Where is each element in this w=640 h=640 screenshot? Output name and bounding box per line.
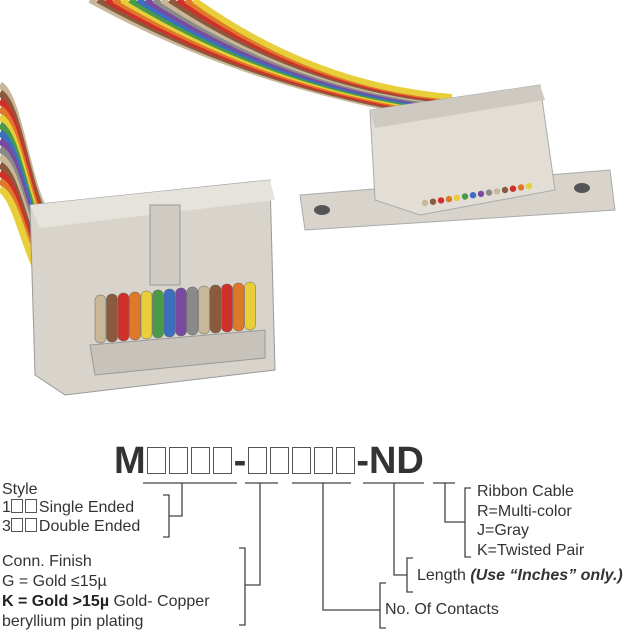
- product-photo: [0, 0, 616, 396]
- code-box: [24, 518, 37, 532]
- pn-separator: -: [233, 440, 247, 482]
- contact-pin: [525, 182, 533, 190]
- connector-wire: [140, 290, 153, 340]
- style-double-label: Double Ended: [38, 518, 141, 535]
- pn-box: [191, 447, 211, 474]
- connector-wire: [209, 284, 222, 334]
- contact-pin: [421, 199, 429, 207]
- pn-box: [213, 447, 233, 474]
- connector-wire: [175, 287, 187, 337]
- pn-box: [335, 447, 355, 474]
- finish-k: K = Gold >15µ Gold- Copper: [2, 593, 210, 611]
- contact-pin: [485, 189, 493, 196]
- finish-k-code: K = Gold >15µ: [2, 593, 110, 610]
- contact-pin: [517, 184, 525, 191]
- right-connector-contacts: [421, 182, 533, 207]
- pn-prefix: M: [114, 440, 146, 482]
- style-heading: Style: [2, 481, 38, 498]
- connector-wire: [186, 286, 199, 336]
- cable-k: K=Twisted Pair: [477, 542, 585, 559]
- contact-pin: [493, 188, 501, 195]
- contact-pin: [461, 193, 469, 200]
- pn-box: [313, 447, 333, 474]
- cable-heading: Ribbon Cable: [477, 483, 574, 500]
- cable-j: J=Gray: [477, 522, 530, 539]
- length-note: (Use “Inches” only.): [470, 567, 623, 584]
- contact-pin: [453, 194, 461, 201]
- contact-pin: [469, 192, 477, 199]
- style-single-code: 1: [2, 499, 11, 516]
- finish-k-line2: beryllium pin plating: [2, 613, 144, 630]
- pn-box: [147, 447, 167, 474]
- code-box: [10, 518, 23, 532]
- contact-pin: [445, 195, 453, 203]
- contact-pin: [429, 198, 437, 205]
- finish-heading: Conn. Finish: [2, 553, 92, 570]
- style-double-code: 3: [2, 518, 11, 535]
- connector-wire: [244, 281, 256, 331]
- cable-r: R=Multi-color: [477, 503, 572, 520]
- pn-suffix: -ND: [356, 440, 424, 482]
- length-label: Length (Use “Inches” only.): [417, 567, 623, 585]
- finish-k-desc: Gold- Copper: [109, 593, 210, 610]
- length-text: Length: [417, 567, 471, 584]
- contact-pin: [509, 185, 517, 192]
- cable-wire: [192, 0, 453, 100]
- left-connector-wires: [94, 281, 256, 344]
- right-connector: [299, 84, 616, 231]
- finish-g: G = Gold ≤15µ: [2, 573, 107, 590]
- connector-wire: [198, 285, 210, 335]
- contact-pin: [437, 197, 445, 204]
- style-single: 1 Single Ended: [2, 499, 134, 517]
- connector-wire: [221, 283, 233, 333]
- connector-wire: [117, 292, 130, 342]
- connector-wire: [232, 282, 245, 332]
- part-number-template: M - -ND: [114, 440, 424, 483]
- connector-wire: [106, 293, 118, 343]
- style-double: 3 Double Ended: [2, 518, 140, 536]
- pn-box: [269, 447, 289, 474]
- contacts-label: No. Of Contacts: [385, 601, 499, 618]
- code-box: [10, 499, 23, 513]
- contact-pin: [501, 186, 509, 194]
- contact-pin: [477, 190, 485, 198]
- connector-wire: [152, 289, 164, 339]
- pn-box: [291, 447, 311, 474]
- connector-wire: [94, 294, 107, 344]
- connector-wire: [129, 291, 141, 341]
- pn-box: [169, 447, 189, 474]
- pn-box: [247, 447, 267, 474]
- left-connector: [29, 179, 276, 396]
- style-single-label: Single Ended: [38, 499, 135, 516]
- connector-wire: [163, 288, 176, 338]
- code-box: [24, 499, 37, 513]
